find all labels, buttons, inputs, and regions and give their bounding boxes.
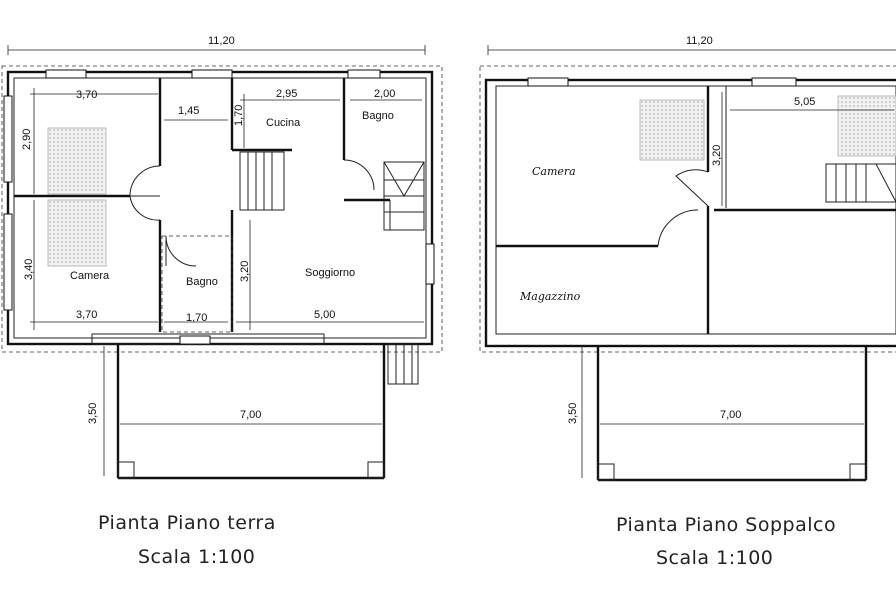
ground-room-kitchen: Cucina (266, 117, 301, 129)
ground-dim-living: 5,00 (314, 309, 335, 321)
mezz-caption-title: Pianta Piano Soppalco (616, 514, 836, 536)
ground-bed-upper (47, 127, 107, 195)
ground-dim-left-lower-height: 3,40 (23, 259, 35, 280)
ground-floor-plan: 11,20 (1, 35, 443, 568)
ground-dim-bottom-left: 3,70 (76, 309, 97, 321)
mezz-bed-right (837, 95, 896, 157)
ground-dim-top-left: 3,70 (76, 89, 97, 101)
ground-dim-porch-width: 7,00 (240, 409, 261, 421)
mezzanine-floor-plan: 11,20 5,05 3,20 C (479, 35, 896, 569)
ground-stairs (239, 151, 425, 231)
ground-dim-bath-height: 3,20 (239, 261, 251, 282)
ground-dim-bath-top: 2,00 (374, 88, 395, 100)
mezz-room-bedroom: Camera (532, 165, 576, 178)
ground-room-bedroom: Camera (70, 270, 110, 282)
ground-dim-kitchen-height: 1,70 (233, 105, 245, 126)
mezz-caption-scale: Scala 1:100 (656, 547, 773, 569)
ground-dim-kitchen: 2,95 (276, 88, 297, 100)
mezz-bed-left (639, 99, 705, 161)
ground-dim-corridor: 1,45 (178, 105, 199, 117)
ground-dim-porch-depth: 3,50 (87, 403, 99, 424)
ground-porch (91, 333, 419, 480)
ground-room-living: Soggiorno (305, 267, 355, 279)
ground-room-bath-top: Bagno (362, 110, 394, 122)
ground-dim-left-upper-height: 2,90 (21, 129, 33, 150)
mezz-dim-porch-depth: 3,50 (567, 403, 579, 424)
mezz-dim-porch-width: 7,00 (720, 409, 741, 421)
mezz-dim-stair-height: 3,20 (711, 145, 723, 166)
ground-bed-lower (47, 199, 107, 267)
mezz-porch (581, 346, 868, 482)
mezz-outer-wall (484, 78, 896, 348)
ground-overall-width: 11,20 (208, 35, 235, 47)
mezz-overall-width: 11,20 (686, 35, 713, 47)
ground-room-bath: Bagno (186, 276, 218, 288)
mezz-stairs (825, 163, 896, 203)
ground-dim-bottom-bath: 1,70 (186, 312, 207, 324)
ground-caption-title: Pianta Piano terra (98, 512, 276, 534)
ground-caption-scale: Scala 1:100 (138, 546, 255, 568)
mezz-room-storage: Magazzino (519, 290, 581, 303)
mezz-dim-right-room: 5,05 (794, 96, 815, 108)
